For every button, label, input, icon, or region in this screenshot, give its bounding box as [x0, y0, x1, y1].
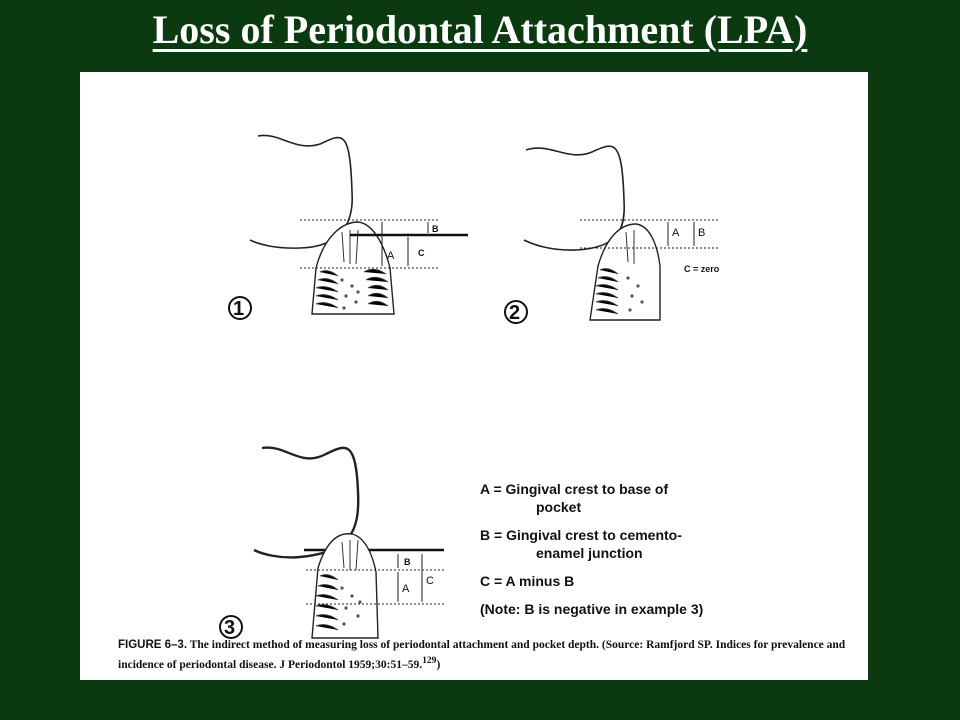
- legend-a-line1: A = Gingival crest to base of: [480, 481, 669, 497]
- legend-entry-b: B = Gingival crest to cemento- enamel ju…: [480, 526, 810, 562]
- label-a-3: A: [402, 583, 410, 595]
- example-number-2: 2: [509, 302, 520, 324]
- tooth-crown-1: [249, 134, 353, 249]
- label-c-1: C: [418, 248, 425, 258]
- label-b-3: B: [404, 557, 411, 567]
- example-2: A B C = zero 2: [504, 145, 720, 324]
- legend-note-text: (Note: B is negative in example 3): [480, 601, 704, 617]
- label-a-2: A: [672, 227, 680, 239]
- caption-end: ): [436, 658, 441, 671]
- example-3: B A C 3: [219, 446, 446, 639]
- gingiva-3: [311, 533, 379, 639]
- example-1: A C B 1: [228, 134, 468, 320]
- label-c-zero-2: C = zero: [684, 264, 720, 274]
- gingiva-2: [589, 223, 661, 321]
- label-b-1: B: [432, 224, 439, 234]
- label-c-3: C: [426, 575, 434, 587]
- figure-panel: A C B 1 A B: [80, 72, 868, 680]
- caption-ref: 129: [422, 655, 437, 666]
- legend-b-line2: enamel junction: [536, 545, 643, 561]
- legend-entry-c: C = A minus B: [480, 572, 810, 590]
- legend: A = Gingival crest to base of pocket B =…: [480, 480, 810, 628]
- label-b-2: B: [698, 227, 705, 239]
- label-a-1: A: [387, 250, 395, 262]
- example-number-3: 3: [224, 617, 235, 639]
- caption-label: FIGURE 6–3.: [118, 639, 188, 651]
- legend-note: (Note: B is negative in example 3): [480, 600, 810, 618]
- tooth-crown-3: [253, 446, 360, 559]
- legend-entry-a: A = Gingival crest to base of pocket: [480, 480, 810, 516]
- example-number-1: 1: [233, 298, 244, 320]
- tooth-crown-2: [523, 145, 626, 251]
- slide-title: Loss of Periodontal Attachment (LPA): [152, 7, 808, 52]
- figure-caption: FIGURE 6–3. The indirect method of measu…: [118, 638, 863, 673]
- legend-b-line1: B = Gingival crest to cemento-: [480, 527, 682, 543]
- legend-c-line1: C = A minus B: [480, 573, 575, 589]
- legend-a-line2: pocket: [536, 499, 582, 515]
- caption-text: The indirect method of measuring loss of…: [118, 639, 846, 671]
- diagram-svg: A C B 1 A B: [219, 134, 720, 639]
